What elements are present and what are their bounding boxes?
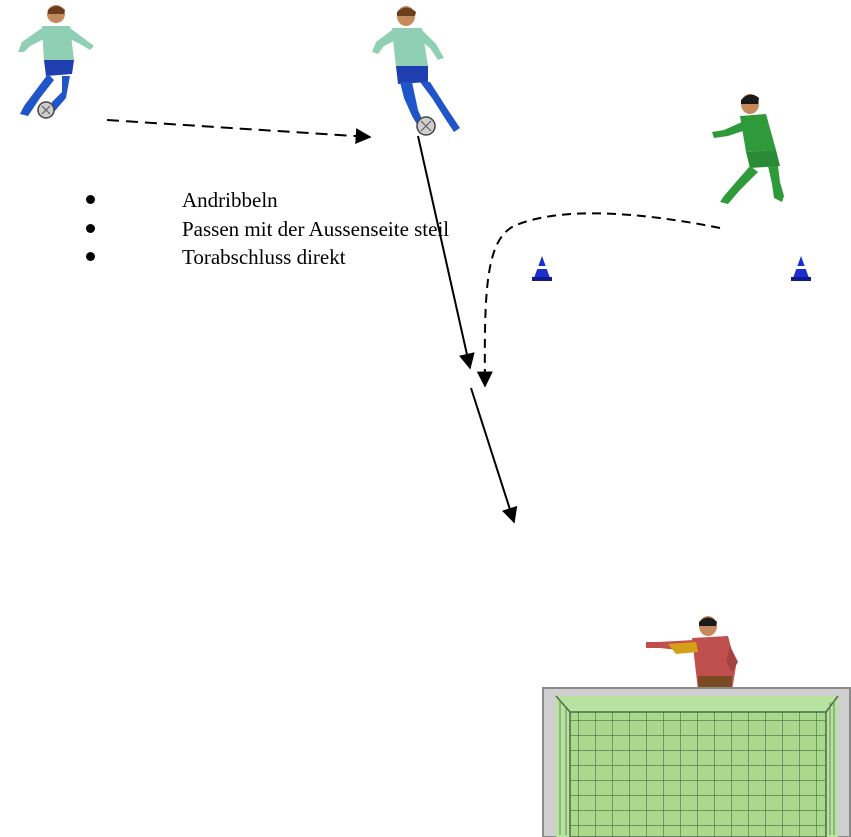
cone-left-icon: [532, 256, 552, 281]
run-arrow: [476, 212, 721, 388]
dribble-arrow: [106, 119, 372, 145]
bullet-text: Passen mit der Aussenseite steil: [182, 216, 450, 241]
bullet-text: Andribbeln: [182, 188, 278, 212]
pass-arrow: [417, 135, 475, 370]
bullet-dot-icon: [86, 252, 95, 261]
shot-arrow: [470, 387, 518, 524]
bullet-dot-icon: [86, 223, 95, 233]
player-dribbling-icon: [18, 5, 94, 119]
bullet-dot-icon: [86, 195, 95, 204]
goalkeeper-icon: [646, 616, 738, 690]
player-receiving-icon: [372, 6, 460, 136]
cone-right-icon: [791, 256, 811, 281]
goal-icon: [542, 687, 851, 837]
player-green-kit-icon: [712, 94, 784, 204]
bullet-text: Torabschluss direkt: [182, 245, 346, 269]
